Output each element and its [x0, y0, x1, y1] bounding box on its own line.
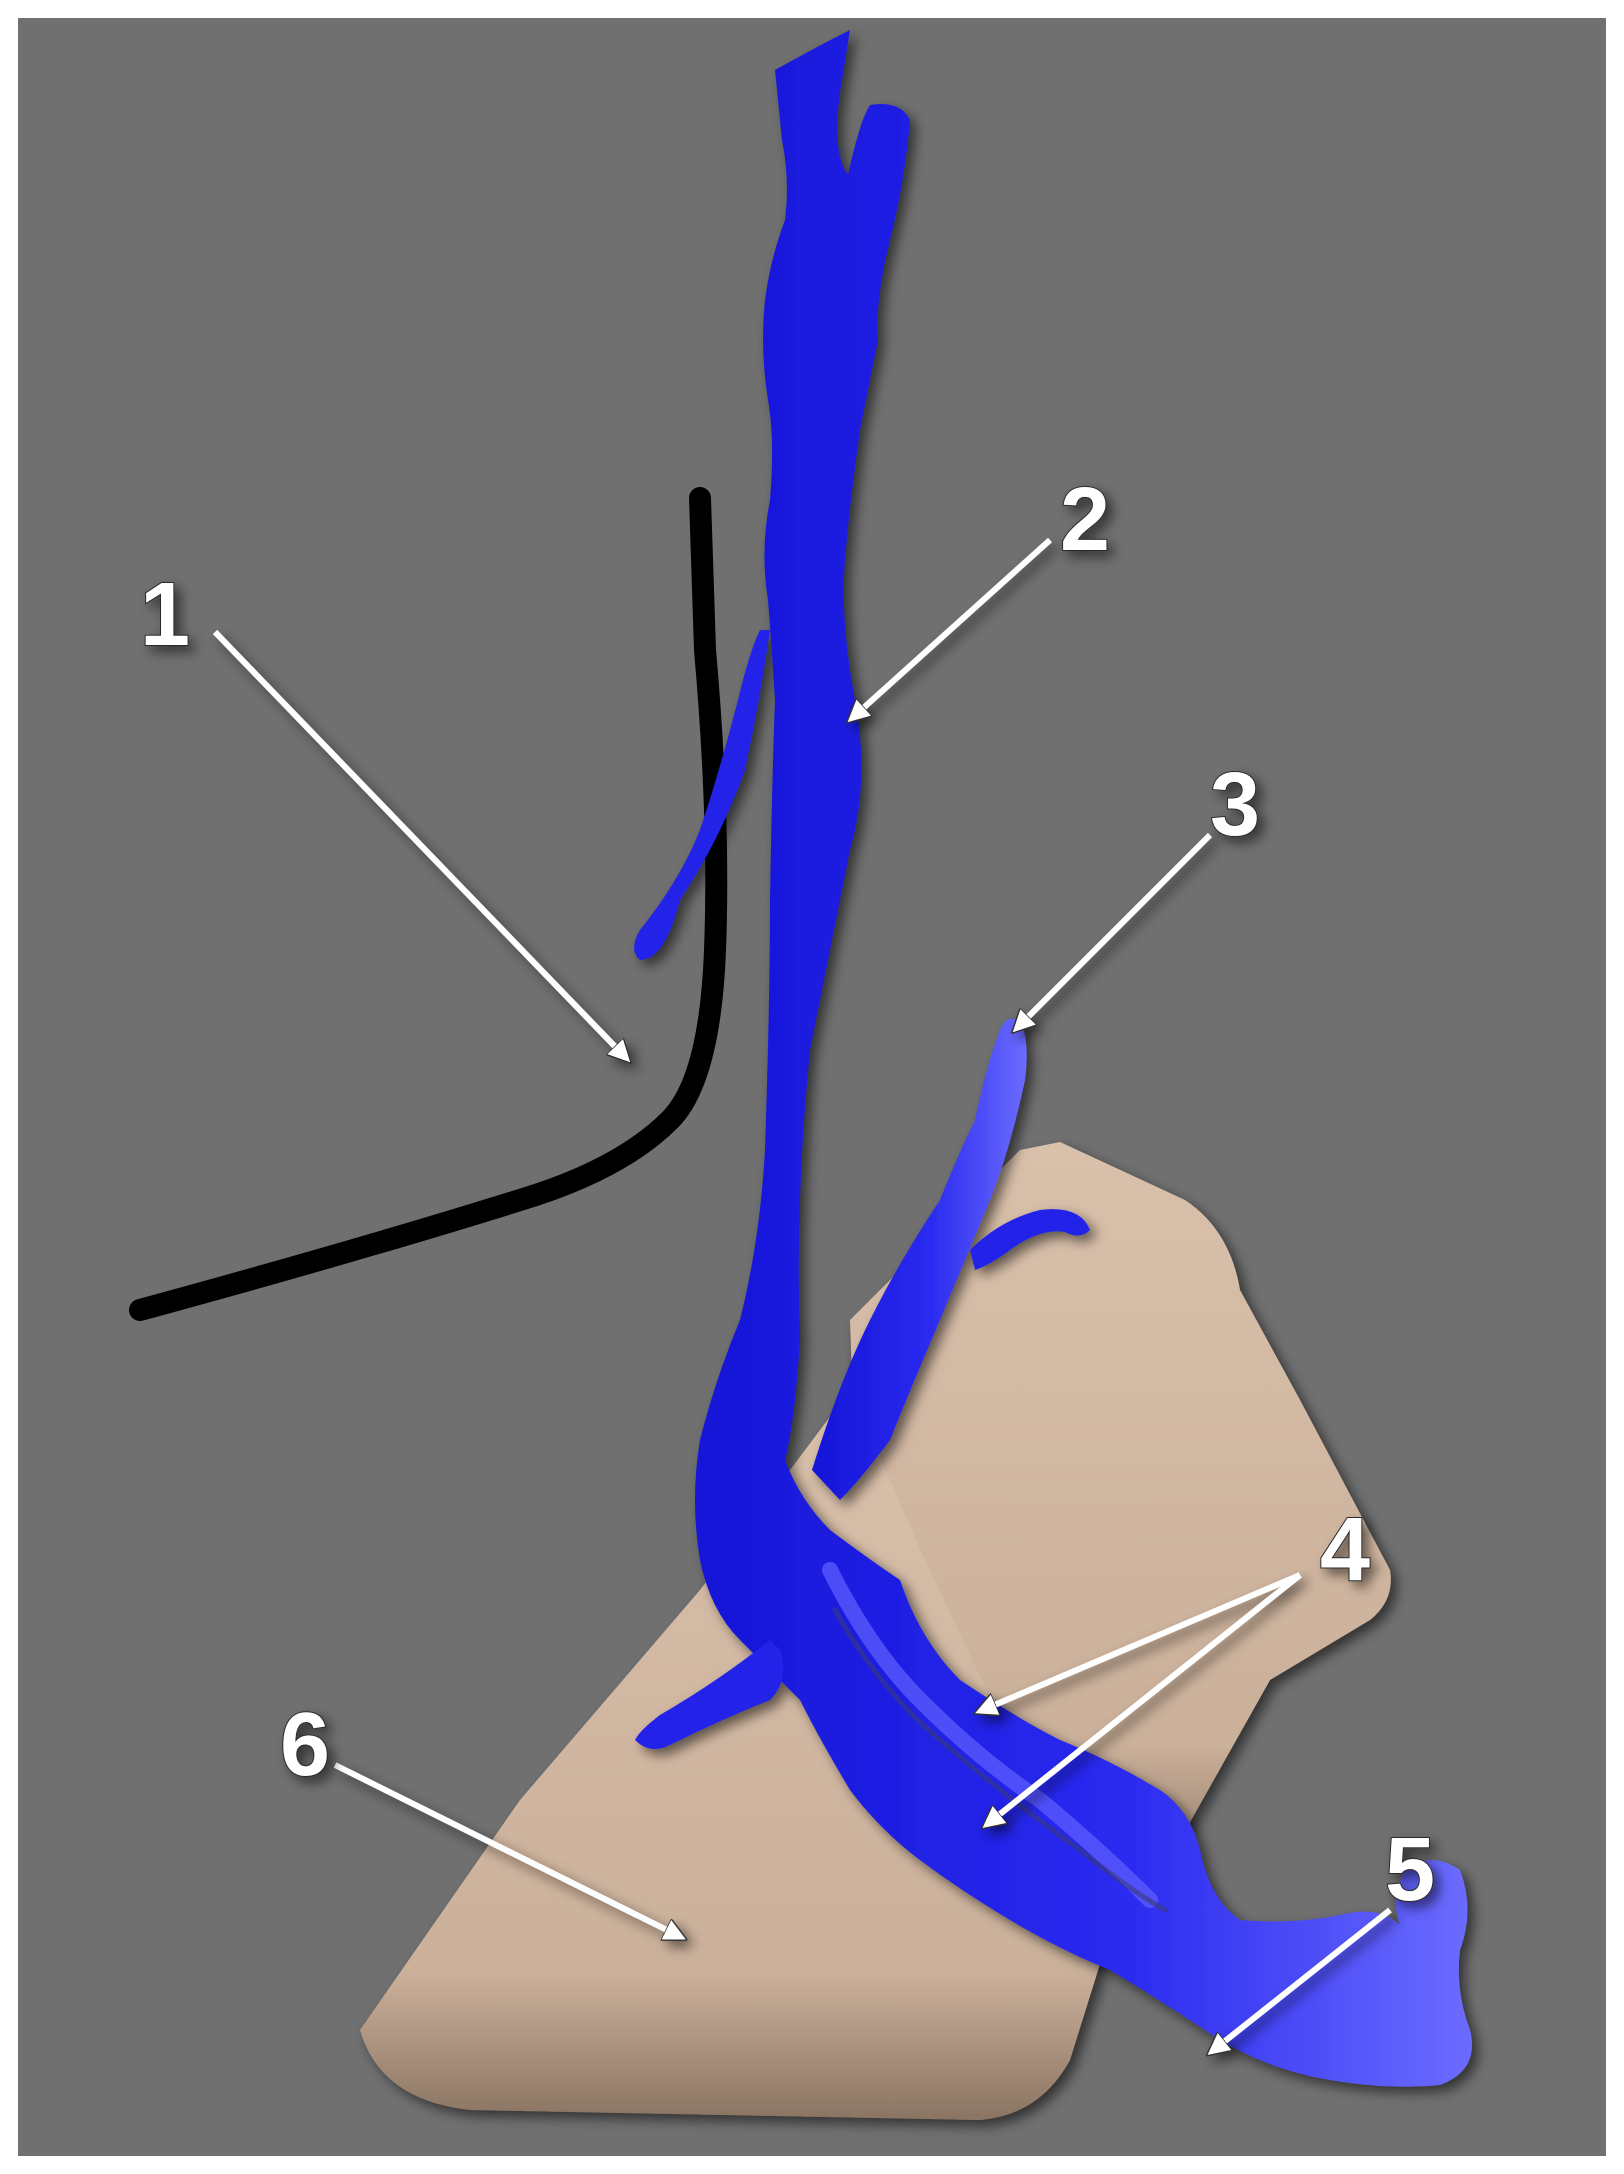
arrow-5	[1210, 1907, 1392, 2053]
left-branch-vein	[634, 630, 770, 960]
branch-3-vein	[812, 1018, 1027, 1500]
upper-right-branch-vein	[970, 1209, 1090, 1270]
label-4: 4	[1320, 1500, 1370, 1600]
arrows-group	[212, 537, 1392, 2053]
label-1: 1	[140, 565, 190, 665]
label-6: 6	[280, 1695, 330, 1795]
arrow-4b	[985, 1572, 1302, 1826]
vein-channel-1	[822, 1562, 1158, 1908]
arrow-4a	[978, 1572, 1302, 1712]
label-5: 5	[1385, 1820, 1435, 1920]
vein-channel-gap	[832, 1607, 1168, 1913]
label-2: 2	[1060, 470, 1110, 570]
tissue-lower	[360, 1390, 1120, 2120]
arrow-1	[212, 629, 628, 1060]
vein-group	[634, 30, 1472, 2087]
labels-group: 1 2 3 4 5 6	[139, 469, 1436, 1921]
arrow-6	[333, 1762, 683, 1938]
lower-left-branch-vein	[635, 1640, 784, 1749]
arrow-2	[850, 537, 1053, 720]
label-3: 3	[1210, 755, 1260, 855]
arrow-3	[1015, 832, 1213, 1030]
